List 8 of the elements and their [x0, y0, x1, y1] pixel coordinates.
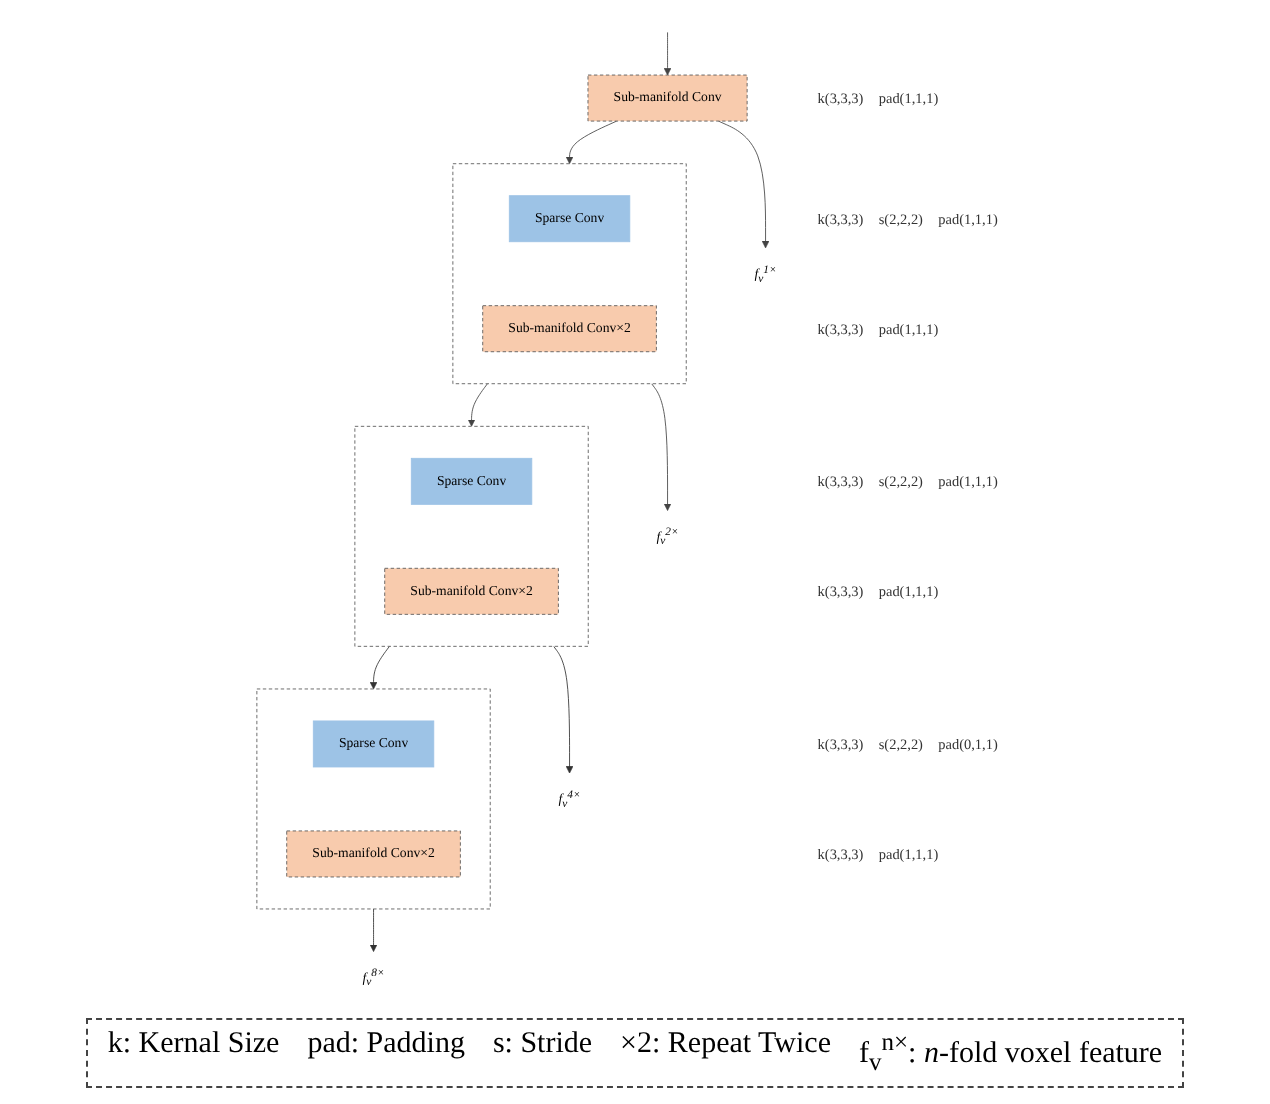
- legend-note: s: Stride: [492, 1028, 593, 1064]
- legend-note: f$_{v}$$^{n×}$: n-fold voxel feature: [858, 1028, 1163, 1078]
- cluster: [452, 163, 687, 385]
- cluster: [256, 688, 491, 910]
- legend-note: ×2: Repeat Twice: [620, 1028, 831, 1064]
- legend-note: pad: Padding: [307, 1028, 465, 1064]
- legend-note: k: Kernal Size: [107, 1028, 280, 1064]
- cluster: [354, 425, 589, 647]
